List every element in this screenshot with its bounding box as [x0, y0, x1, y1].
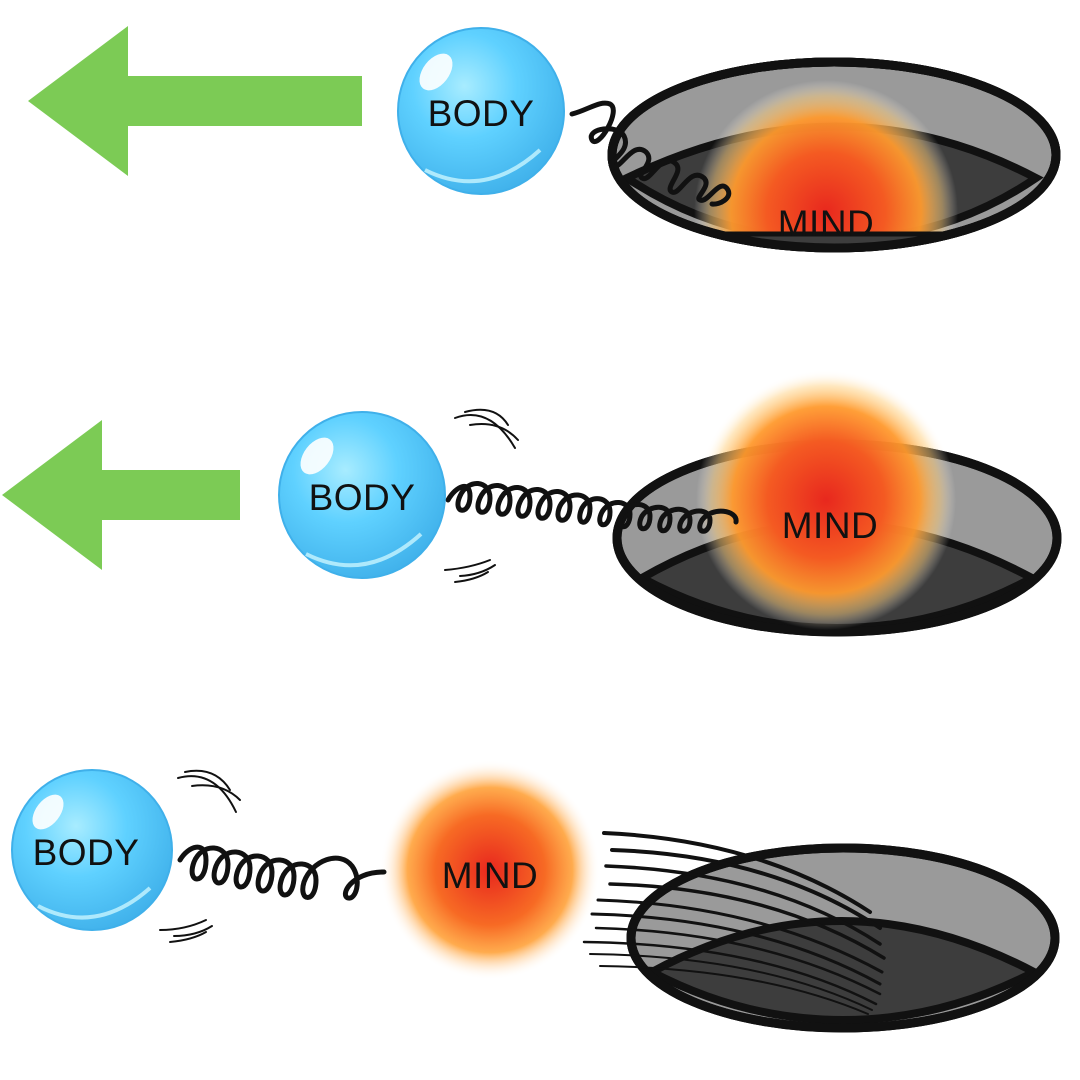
panel-1: MIND BODY: [28, 26, 1061, 253]
motion-lines-icon: [159, 769, 241, 943]
spring-icon: [569, 100, 732, 207]
left-arrow-icon: [28, 26, 362, 176]
mind-glow-icon: [694, 80, 958, 248]
hole-icon: [626, 843, 1060, 1033]
mind-label: MIND: [778, 203, 875, 244]
body-label: BODY: [33, 832, 140, 873]
mind-glow-icon: [380, 760, 600, 980]
panel-3: MIND BODY: [11, 760, 1060, 1033]
spring-icon: [177, 844, 387, 901]
spring-icon: [445, 481, 739, 534]
mind-label: MIND: [442, 855, 539, 896]
body-label: BODY: [428, 93, 535, 134]
left-arrow-icon: [2, 420, 240, 570]
body-ball-icon: [278, 411, 446, 579]
motion-lines-icon: [444, 408, 519, 583]
panel-2: MIND BODY: [2, 370, 1062, 637]
body-ball-icon: [11, 769, 173, 931]
body-label: BODY: [309, 477, 416, 518]
mind-label: MIND: [782, 505, 879, 546]
body-ball-icon: [397, 27, 565, 195]
mind-glow-icon: [696, 370, 956, 630]
speed-lines-icon: [582, 831, 886, 1015]
